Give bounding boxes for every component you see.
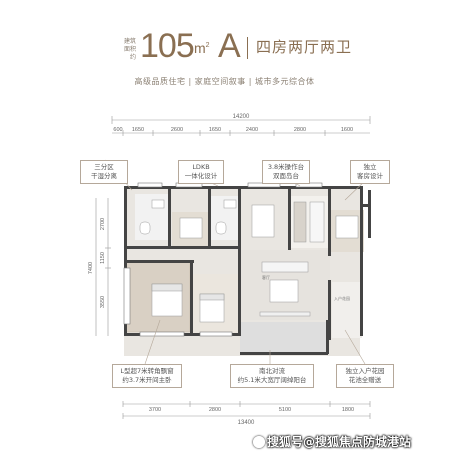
top-seg-1: 1650: [132, 127, 144, 133]
top-dimensions: [111, 116, 371, 136]
top-seg-4: 2400: [246, 127, 258, 133]
left-seg-0: 2700: [100, 218, 106, 230]
bottom-segment-dims: 3700 2800 5100 1800: [149, 407, 354, 413]
dining-table: [251, 204, 275, 238]
living-room-label: 客厅: [262, 274, 270, 280]
left-total-dim: 7400: [88, 262, 94, 274]
callout-living-balcony: 南北对流约5.1米大宽厅阔绰阳台: [230, 364, 314, 388]
tagline: 高级品质住宅 | 家庭空间叙事 | 城市多元综合体: [134, 77, 315, 86]
layout-code: A: [218, 27, 241, 65]
bed-3: [179, 217, 203, 239]
kitchen-island: [293, 201, 307, 243]
plan-body: 客厅 入户花园: [104, 159, 371, 365]
top-seg-0: 600: [113, 127, 122, 133]
left-dimensions: [95, 198, 111, 336]
bottom-seg-2: 5100: [279, 407, 291, 413]
top-seg-6: 1600: [341, 127, 353, 133]
top-seg-3: 1650: [209, 127, 221, 133]
tv-unit: [259, 311, 311, 317]
entrance-garden: [332, 282, 362, 338]
callout-master-bedroom: L型超7米转角飘窗约3.7米开间主卧: [112, 364, 182, 388]
bottom-dimensions: [122, 401, 371, 419]
bottom-seg-0: 3700: [149, 407, 161, 413]
left-seg-2: 3550: [100, 296, 106, 308]
layout-name: 四房两厅两卫: [256, 38, 353, 56]
top-total-dim: 14200: [233, 114, 250, 120]
area-label: 建筑 面积 约: [123, 38, 136, 61]
top-seg-2: 2600: [171, 127, 183, 133]
left-seg-1: 1150: [100, 252, 106, 264]
bottom-seg-1: 2800: [209, 407, 221, 413]
entrance-garden-label: 入户花园: [334, 295, 350, 301]
area-number: 105: [140, 27, 195, 65]
top-seg-5: 2800: [294, 127, 306, 133]
callout-entrance-garden: 独立入户花园花池全赠送: [336, 364, 394, 388]
balcony: [240, 322, 326, 354]
callout-island: 3.8米操作台双面岛台: [262, 160, 310, 184]
top-segment-dims: 600 1650 2600 1650 2400 2800 1600: [113, 127, 353, 133]
sohu-logo-icon: [253, 436, 265, 448]
coffee-table: [269, 279, 299, 303]
header-divider: [247, 37, 248, 59]
bottom-seg-3: 1800: [342, 407, 354, 413]
bottom-total-dim: 13400: [238, 420, 255, 426]
area-unit: m2: [194, 40, 210, 56]
callout-guest-room: 独立客房设计: [350, 160, 390, 184]
watermark: 搜狐号@搜狐焦点防城港站: [253, 433, 411, 450]
sofa: [261, 261, 309, 273]
callout-wet-dry: 三分区干湿分离: [80, 160, 128, 184]
header: 建筑 面积 约 105 m2 A 四房两厅两卫: [0, 20, 449, 70]
guest-bed: [335, 215, 359, 239]
